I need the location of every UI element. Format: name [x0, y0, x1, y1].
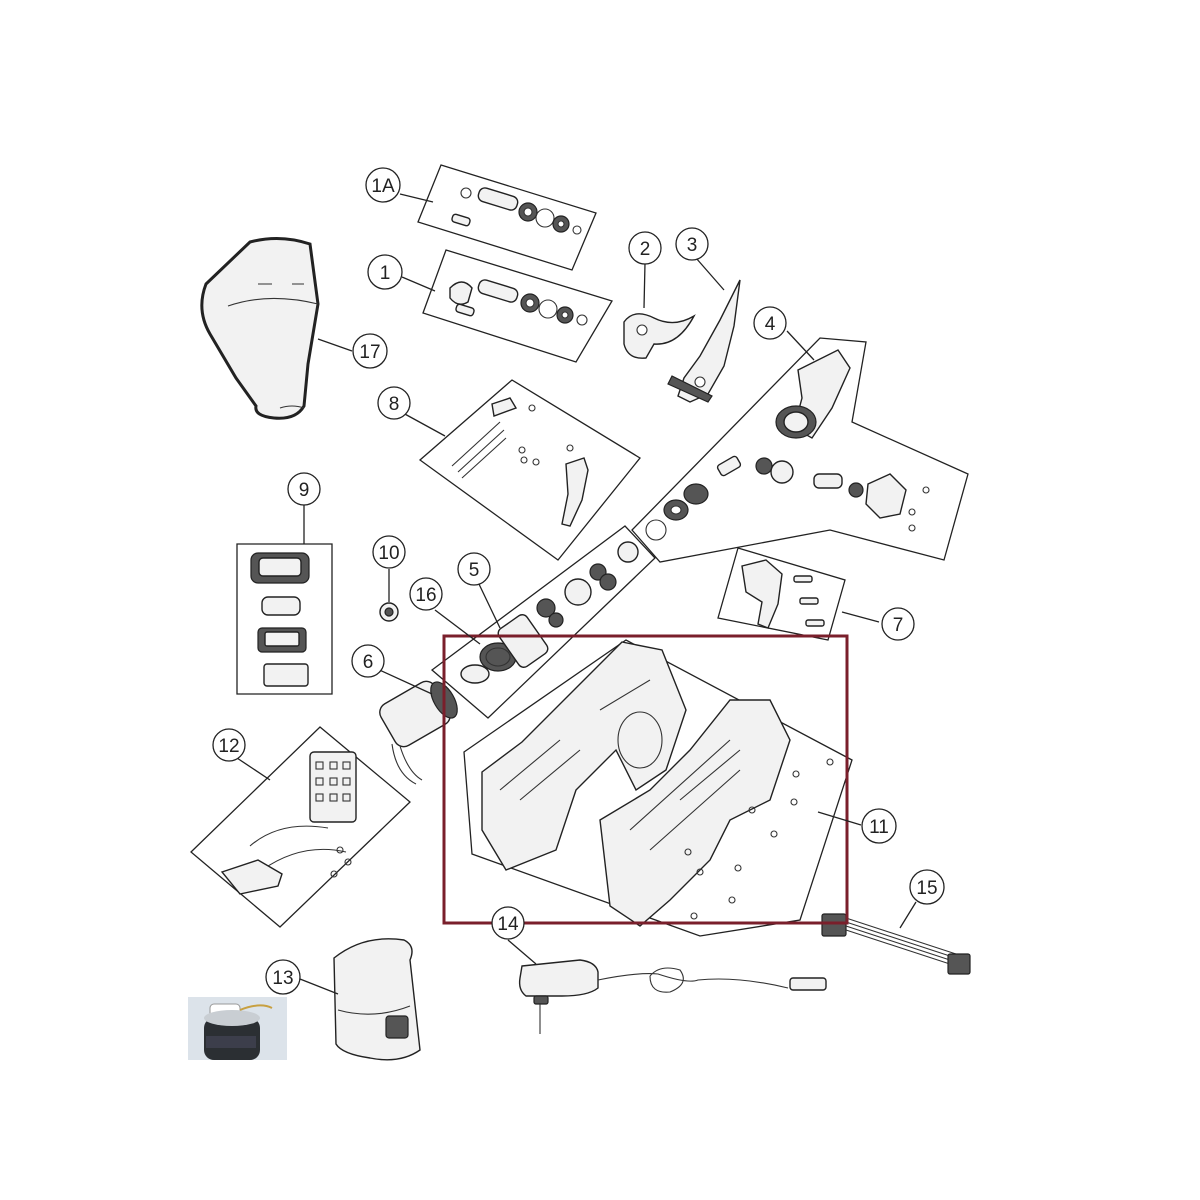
- callout-label-12: 12: [218, 736, 239, 757]
- callout-label-5: 5: [469, 560, 480, 581]
- callout-6: 6: [351, 644, 385, 678]
- panel-1a: [417, 164, 597, 271]
- callout-label-13: 13: [272, 968, 293, 989]
- housing-half-right: [599, 699, 791, 927]
- part-13-battery: [333, 938, 421, 1061]
- callout-label-4: 4: [765, 314, 776, 335]
- callout-13: 13: [265, 959, 301, 995]
- callout-label-3: 3: [687, 235, 698, 256]
- callout-label-9: 9: [299, 480, 310, 501]
- callout-label-16: 16: [415, 585, 436, 606]
- callout-label-2: 2: [640, 239, 651, 260]
- callout-11: 11: [861, 808, 897, 844]
- callout-14: 14: [491, 906, 525, 940]
- spray-can-thumbnail: [188, 997, 287, 1060]
- callout-label-1a: 1A: [371, 176, 395, 197]
- part-10-nut: [379, 602, 399, 622]
- panel-7: [717, 547, 846, 641]
- callout-8: 8: [377, 386, 411, 420]
- highlight-box-part-11: [442, 634, 849, 925]
- callout-label-11: 11: [869, 817, 889, 838]
- part-15-cable: [821, 913, 971, 975]
- panel-9: [236, 543, 333, 695]
- callout-9: 9: [287, 472, 321, 506]
- callout-15: 15: [909, 869, 945, 905]
- panel-drive-assembly: [430, 525, 656, 719]
- callout-label-7: 7: [893, 615, 904, 636]
- blade-2: [623, 313, 696, 359]
- callout-2: 2: [628, 231, 662, 265]
- panel-head-assembly: [631, 337, 969, 563]
- callout-1: 1: [367, 254, 403, 290]
- callout-7: 7: [881, 607, 915, 641]
- callout-label-6: 6: [363, 652, 374, 673]
- callout-4: 4: [753, 306, 787, 340]
- callout-label-10: 10: [378, 543, 399, 564]
- callout-label-17: 17: [359, 342, 380, 363]
- callout-label-1: 1: [380, 263, 391, 284]
- callout-3: 3: [675, 227, 709, 261]
- callout-label-14: 14: [497, 914, 519, 935]
- panel-8: [418, 379, 641, 561]
- callout-label-8: 8: [389, 394, 400, 415]
- callout-10: 10: [372, 535, 406, 569]
- screws: [684, 758, 834, 920]
- callout-5: 5: [457, 552, 491, 586]
- panel-12: [190, 726, 411, 928]
- keypad-buttons: [315, 761, 351, 802]
- holster: [200, 237, 320, 420]
- callout-label-15: 15: [916, 878, 937, 899]
- part-6-motor: [379, 680, 458, 785]
- callout-16: 16: [409, 577, 443, 611]
- blade-3: [667, 279, 741, 403]
- callout-1a: 1A: [365, 167, 401, 203]
- callout-17: 17: [352, 333, 388, 369]
- leader-lines: [236, 193, 917, 995]
- callout-12: 12: [212, 728, 246, 762]
- panel-1: [422, 249, 613, 363]
- part-14-charger: [518, 959, 827, 1034]
- housing-half-left: [481, 641, 687, 871]
- panel-11: [463, 639, 853, 937]
